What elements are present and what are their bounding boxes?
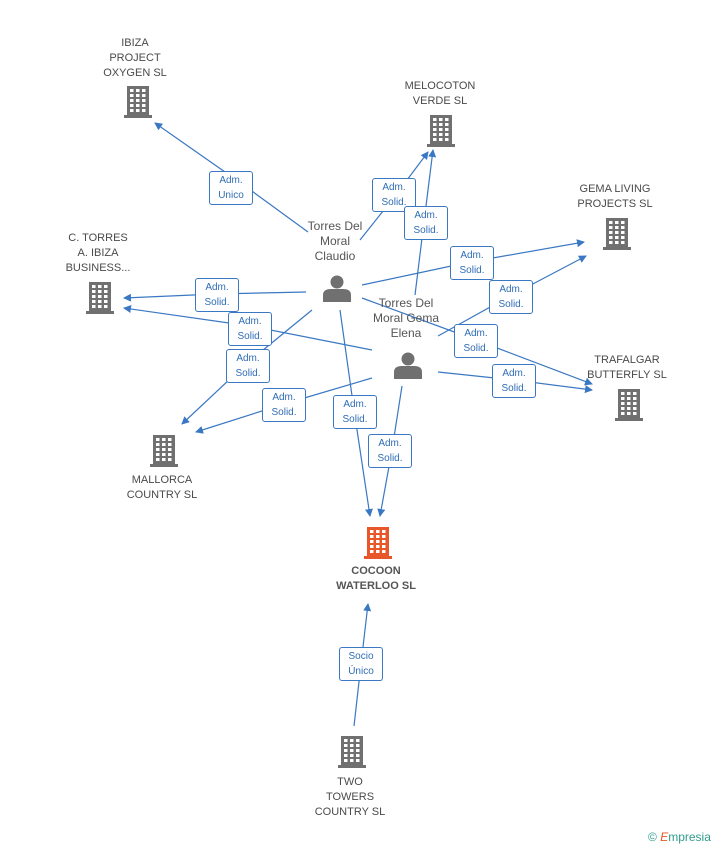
relation-label[interactable]: Adm. Solid. — [372, 178, 416, 212]
relation-label[interactable]: Adm. Solid. — [226, 349, 270, 383]
company-label-cocoon[interactable]: COCOON WATERLOO SL — [336, 565, 416, 592]
brand-initial: E — [660, 830, 669, 844]
relation-label[interactable]: Adm. Solid. — [333, 395, 377, 429]
relation-label[interactable]: Socio Único — [339, 647, 383, 681]
company-label-ibiza[interactable]: IBIZA PROJECT OXYGEN SL — [103, 37, 167, 79]
person-label-gema_elena[interactable]: Torres Del Moral Gema Elena — [372, 296, 440, 340]
relation-label[interactable]: Adm. Solid. — [450, 246, 494, 280]
building-icon[interactable] — [364, 527, 392, 559]
building-icon[interactable] — [124, 86, 152, 118]
relation-label[interactable]: Adm. Solid. — [368, 434, 412, 468]
brand-footer: © Empresia — [648, 830, 711, 844]
relation-label[interactable]: Adm. Solid. — [454, 324, 498, 358]
person-icon[interactable] — [323, 275, 351, 303]
relation-label[interactable]: Adm. Solid. — [489, 280, 533, 314]
relation-label[interactable]: Adm. Solid. — [404, 206, 448, 240]
company-label-mallorca[interactable]: MALLORCA COUNTRY SL — [126, 474, 198, 501]
relation-label[interactable]: Adm. Solid. — [195, 278, 239, 312]
relation-label[interactable]: Adm. Solid. — [262, 388, 306, 422]
building-icon[interactable] — [86, 282, 114, 314]
company-label-two[interactable]: TWO TOWERS COUNTRY SL — [314, 776, 386, 818]
person-icon[interactable] — [394, 352, 422, 380]
company-label-trafalgar[interactable]: TRAFALGAR BUTTERFLY SL — [587, 354, 667, 381]
building-icon[interactable] — [338, 736, 366, 768]
building-icon[interactable] — [615, 389, 643, 421]
relation-label[interactable]: Adm. Unico — [209, 171, 253, 205]
company-label-gema[interactable]: GEMA LIVING PROJECTS SL — [577, 183, 653, 210]
brand-name: mpresia — [668, 830, 711, 844]
relation-label[interactable]: Adm. Solid. — [228, 312, 272, 346]
copyright-symbol: © — [648, 830, 657, 844]
icons-layer — [86, 86, 643, 768]
person-label-claudio[interactable]: Torres Del Moral Claudio — [307, 219, 363, 263]
building-icon[interactable] — [150, 435, 178, 467]
company-label-ctorres[interactable]: C. TORRES A. IBIZA BUSINESS... — [65, 232, 131, 274]
building-icon[interactable] — [427, 115, 455, 147]
company-label-melocoton[interactable]: MELOCOTON VERDE SL — [404, 80, 476, 107]
relation-label[interactable]: Adm. Solid. — [492, 364, 536, 398]
building-icon[interactable] — [603, 218, 631, 250]
